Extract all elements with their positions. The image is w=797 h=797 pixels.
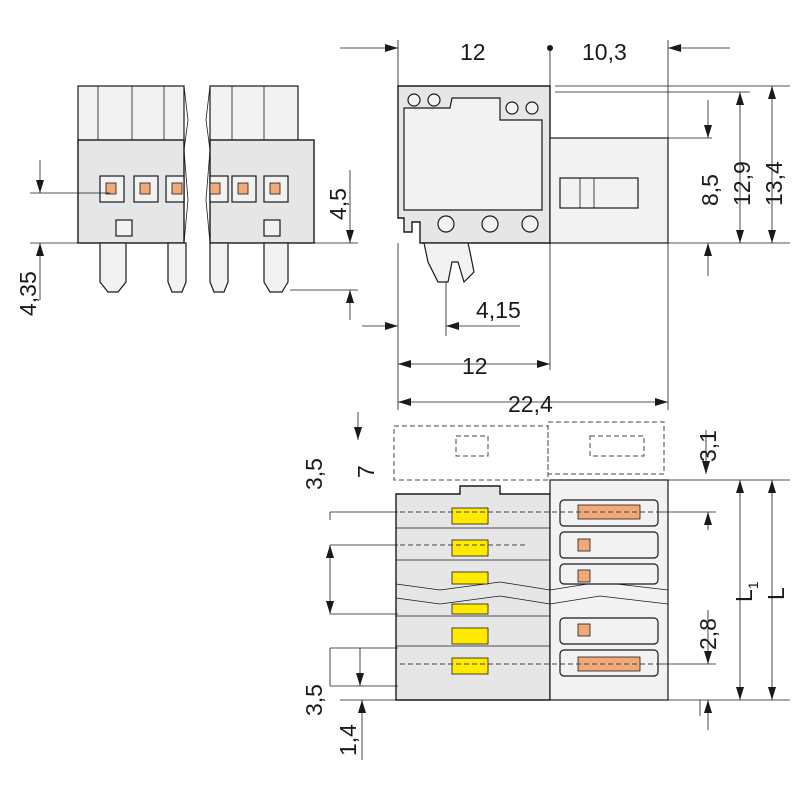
marker bbox=[451, 571, 489, 585]
dim-length-L1: L1 bbox=[731, 581, 761, 602]
dim-top-left-width: 12 bbox=[460, 39, 486, 65]
dim-latch-offset: 4,15 bbox=[476, 297, 521, 323]
latch-clip bbox=[423, 242, 475, 284]
dim-edge-1-4: 1,4 bbox=[335, 724, 361, 756]
front-upper-right bbox=[209, 85, 299, 147]
contact bbox=[269, 182, 281, 195]
dim-pin-length: 4,35 bbox=[15, 271, 41, 316]
side-view bbox=[397, 85, 669, 284]
side-dimensions bbox=[340, 40, 790, 410]
marker bbox=[451, 539, 489, 557]
dim-length-L1-main: L bbox=[731, 589, 757, 602]
dim-pitch-width: 12 bbox=[462, 353, 488, 379]
front-upper-left bbox=[77, 85, 185, 147]
contact bbox=[105, 182, 117, 195]
dim-pitch-2-8: 2,8 bbox=[695, 618, 721, 650]
marker bbox=[451, 627, 489, 645]
contact-window bbox=[263, 175, 289, 203]
dim-pin-height: 4,5 bbox=[325, 188, 351, 220]
dim-edge-3-5-top: 3,5 bbox=[301, 458, 327, 490]
marker bbox=[451, 657, 489, 675]
pin bbox=[99, 242, 127, 293]
pin bbox=[263, 242, 289, 293]
front-dimensions bbox=[30, 160, 358, 320]
dim-edge-3-5-bottom: 3,5 bbox=[301, 684, 327, 716]
contact bbox=[577, 538, 591, 552]
dim-top-right-width: 10,3 bbox=[582, 39, 627, 65]
contact bbox=[577, 623, 591, 637]
dim-total-width: 22,4 bbox=[508, 391, 553, 417]
contact bbox=[577, 569, 591, 583]
contact bbox=[237, 182, 249, 195]
dim-offset-3-1: 3,1 bbox=[695, 430, 721, 462]
contact bbox=[139, 182, 151, 195]
top-dimensions bbox=[326, 412, 790, 760]
dim-height-8-5: 8,5 bbox=[697, 174, 723, 206]
pin bbox=[209, 242, 229, 293]
pin bbox=[167, 242, 187, 293]
marker bbox=[451, 507, 489, 525]
dim-pitch-7: 7 bbox=[353, 465, 379, 478]
dim-length-L: L bbox=[763, 587, 789, 600]
top-view bbox=[393, 421, 669, 701]
marker bbox=[451, 603, 489, 615]
dim-height-12-9: 12,9 bbox=[729, 161, 755, 206]
contact-window bbox=[231, 175, 257, 203]
dim-length-L1-sub: 1 bbox=[745, 581, 761, 589]
contact bbox=[209, 182, 221, 195]
front-view bbox=[77, 85, 315, 293]
top-body-left bbox=[395, 485, 551, 701]
contact bbox=[171, 182, 183, 195]
dim-height-13-4: 13,4 bbox=[761, 161, 787, 206]
